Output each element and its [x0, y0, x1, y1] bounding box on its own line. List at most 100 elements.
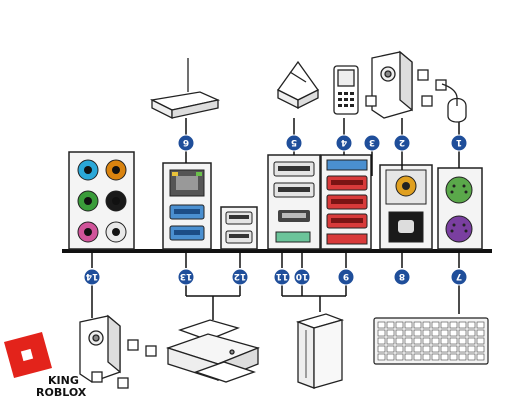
keyboard-key — [395, 353, 404, 361]
speaker-bottom-icon — [79, 314, 157, 389]
keyboard-key — [404, 329, 413, 337]
keyboard-key — [440, 337, 449, 345]
keyboard-key — [458, 337, 467, 345]
callout-badge-8 — [393, 268, 411, 286]
keyboard-key — [395, 329, 404, 337]
keyboard-key — [476, 321, 485, 329]
keyboard-key — [386, 345, 395, 353]
keyboard-key — [476, 353, 485, 361]
keyboard-key — [431, 321, 440, 329]
callout-number-11: 11 — [276, 271, 289, 281]
callout-number-12: 12 — [234, 271, 247, 281]
ps2-keyboard-port — [445, 215, 473, 243]
king-roblox-watermark: KING ROBLOX — [4, 332, 87, 399]
keyboard-icon — [373, 317, 489, 365]
keyboard-key — [395, 345, 404, 353]
keyboard-key — [386, 321, 395, 329]
callout-number-5: 5 — [291, 137, 297, 147]
watermark-line2: ROBLOX — [36, 386, 87, 399]
keyboard-key — [440, 329, 449, 337]
spdif-block — [379, 164, 433, 250]
keyboard-key — [422, 353, 431, 361]
callout-badge-11 — [273, 268, 291, 286]
callout-badge-3 — [363, 134, 381, 152]
callout-badge-1 — [450, 134, 468, 152]
audio-jack-hole — [84, 228, 92, 236]
callout-badge-4 — [335, 134, 353, 152]
audio-jack-hole — [84, 166, 92, 174]
esata-red-port — [326, 233, 368, 245]
keyboard-key — [431, 353, 440, 361]
callout-number-6: 6 — [183, 137, 189, 147]
cell-phone-icon — [333, 65, 359, 115]
keyboard-key — [395, 321, 404, 329]
callout-number-2: 2 — [399, 137, 405, 147]
keyboard-key — [386, 329, 395, 337]
keyboard-key — [413, 321, 422, 329]
callout-badge-10 — [293, 268, 311, 286]
keyboard-key — [449, 353, 458, 361]
callout-number-13: 13 — [180, 271, 193, 281]
keyboard-key — [404, 321, 413, 329]
keyboard-key — [449, 337, 458, 345]
usb-drive-icon — [277, 60, 319, 110]
keyboard-key — [431, 329, 440, 337]
keyboard-key — [422, 345, 431, 353]
keyboard-key — [431, 345, 440, 353]
audio-jack-block — [68, 151, 135, 250]
keyboard-key — [377, 321, 386, 329]
keyboard-key — [476, 337, 485, 345]
keyboard-key — [458, 353, 467, 361]
keyboard-key — [467, 353, 476, 361]
callout-number-8: 8 — [399, 271, 405, 281]
usb-esata-block — [320, 154, 372, 250]
keyboard-key — [449, 321, 458, 329]
keyboard-key — [467, 337, 476, 345]
keyboard-key — [476, 329, 485, 337]
keyboard-key — [440, 345, 449, 353]
callout-badge-6 — [177, 134, 195, 152]
callout-badge-2 — [393, 134, 411, 152]
keyboard-key — [467, 345, 476, 353]
audio-jack-hole — [112, 197, 120, 205]
keyboard-key — [377, 337, 386, 345]
keyboard-key — [458, 329, 467, 337]
keyboard-key — [413, 337, 422, 345]
keyboard-key — [413, 345, 422, 353]
router-icon — [149, 58, 221, 120]
speaker-top-icon — [365, 50, 447, 119]
keyboard-key — [377, 353, 386, 361]
keyboard-key — [386, 337, 395, 345]
keyboard-key — [467, 321, 476, 329]
keyboard-key — [422, 337, 431, 345]
keyboard-key — [458, 321, 467, 329]
audio-jack-hole — [84, 197, 92, 205]
keyboard-key — [440, 353, 449, 361]
callout-badge-5 — [285, 134, 303, 152]
callout-number-3: 3 — [369, 137, 375, 147]
ps2-block — [437, 167, 483, 250]
keyboard-key — [404, 337, 413, 345]
lan-usb3-block — [162, 162, 212, 250]
usb-white-lower-block — [220, 206, 258, 250]
callout-number-4: 4 — [341, 137, 347, 147]
callout-badge-7 — [450, 268, 468, 286]
mouse-icon — [441, 83, 467, 123]
usb-hdmi-block — [267, 154, 321, 250]
keyboard-key — [377, 345, 386, 353]
callout-number-10: 10 — [296, 271, 309, 281]
ps2-mouse-port — [445, 176, 473, 204]
watermark-line1: KING — [48, 374, 79, 387]
keyboard-key — [422, 329, 431, 337]
keyboard-key — [422, 321, 431, 329]
keyboard-key — [413, 353, 422, 361]
keyboard-key — [458, 345, 467, 353]
callout-number-1: 1 — [456, 137, 462, 147]
keyboard-key — [386, 353, 395, 361]
esata-green-port — [275, 231, 311, 243]
callout-number-14: 14 — [86, 271, 99, 281]
keyboard-key — [395, 337, 404, 345]
keyboard-key — [413, 329, 422, 337]
